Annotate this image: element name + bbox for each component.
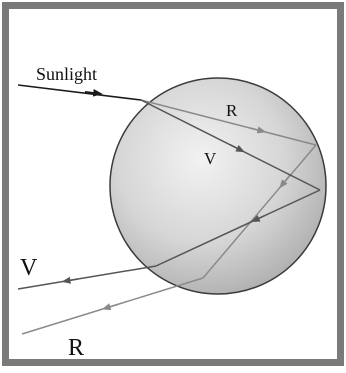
violet-exit-label: V — [20, 255, 38, 281]
water-droplet — [110, 78, 326, 294]
red-exit-label: R — [68, 335, 84, 361]
violet-ray-inside-label: V — [204, 149, 217, 168]
sunlight-label: Sunlight — [36, 64, 97, 84]
red-ray-inside-label: R — [226, 101, 238, 120]
